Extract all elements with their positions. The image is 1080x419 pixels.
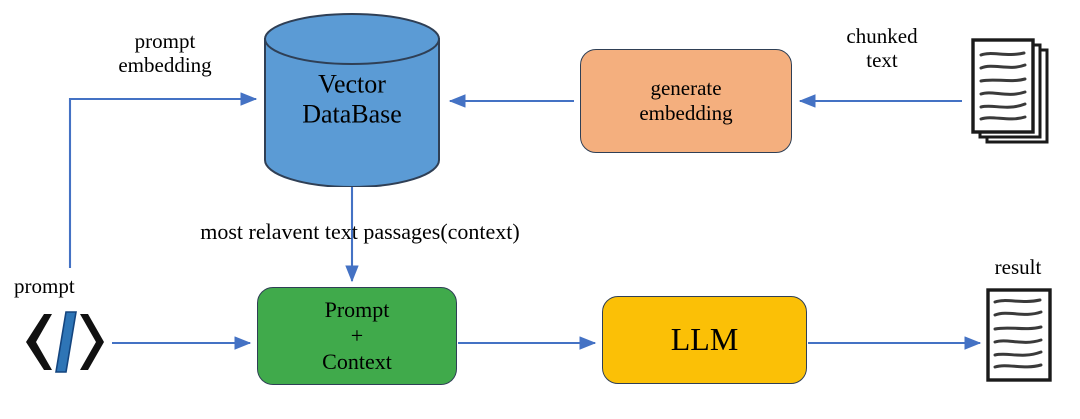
label-prompt-embedding: prompt embedding: [118, 29, 212, 77]
node-generate-embedding-label: generate embedding: [639, 76, 733, 125]
label-result: result: [994, 255, 1042, 279]
label-chunked-text: chunked text: [846, 24, 918, 72]
node-llm[interactable]: LLM: [602, 296, 807, 384]
label-prompt: prompt: [14, 274, 75, 298]
code-brackets-icon[interactable]: [18, 310, 122, 374]
node-generate-embedding[interactable]: generate embedding: [580, 49, 792, 153]
node-vector-database[interactable]: Vector DataBase: [263, 12, 441, 187]
node-vector-database-label: Vector DataBase: [302, 68, 402, 129]
cylinder-shape: [264, 13, 440, 187]
document-stack-icon: [969, 38, 1065, 156]
edge-prompt-to-database: [68, 92, 258, 268]
node-prompt-context-label: Prompt + Context: [322, 297, 392, 374]
document-icon: [985, 287, 1053, 383]
node-prompt-context[interactable]: Prompt + Context: [257, 287, 457, 385]
node-llm-label: LLM: [670, 321, 739, 358]
label-most-relevant-passages: most relavent text passages(context): [200, 219, 520, 244]
